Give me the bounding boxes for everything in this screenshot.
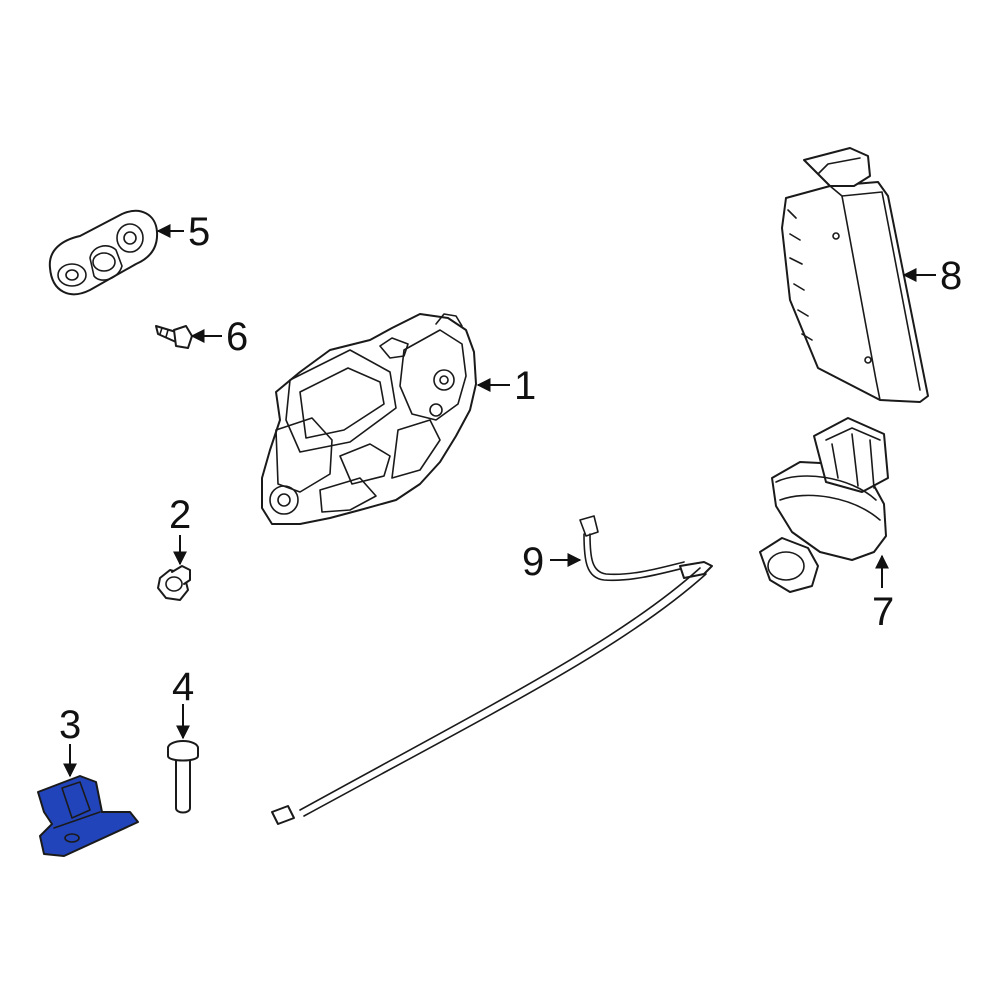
callout-8[interactable]: 8 [940,254,962,298]
part-6-screw[interactable] [155,325,193,349]
part-4-pin[interactable] [167,740,199,814]
callout-9[interactable]: 9 [522,540,544,584]
callout-3[interactable]: 3 [59,703,81,747]
part-7-connector[interactable] [759,417,889,593]
callout-6[interactable]: 6 [226,315,248,359]
callout-1[interactable]: 1 [514,364,536,408]
part-2-bolt[interactable] [157,565,191,601]
callout-2[interactable]: 2 [169,493,191,537]
part-5-bumper[interactable] [48,209,159,296]
callout-5[interactable]: 5 [188,210,210,254]
part-1-door-latch[interactable] [261,313,477,525]
callout-4[interactable]: 4 [172,665,194,709]
part-8-module[interactable] [781,147,929,403]
callout-7[interactable]: 7 [872,590,894,634]
part-3-bracket[interactable] [37,775,139,857]
part-9-cable[interactable] [271,515,713,825]
